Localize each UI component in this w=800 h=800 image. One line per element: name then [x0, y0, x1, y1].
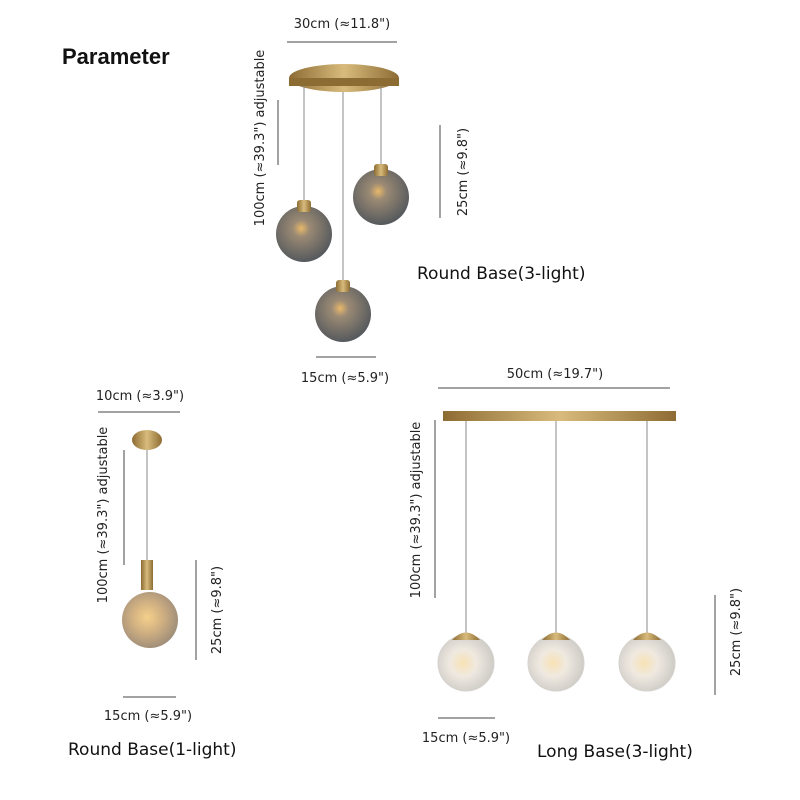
canopy-rim: [289, 78, 399, 86]
globe-shade: [527, 634, 585, 692]
width-label: 50cm (≈19.7"): [507, 367, 603, 382]
ceiling-canopy: [132, 430, 162, 450]
round-base-3-light: 30cm (≈11.8") 100cm (≈39.3") adjustable …: [253, 17, 585, 386]
caption: Long Base(3-light): [537, 742, 693, 762]
height-label: 25cm (≈9.8"): [456, 128, 471, 216]
length-label: 100cm (≈39.3") adjustable: [409, 422, 424, 599]
long-base-3-light: 50cm (≈19.7") 100cm (≈39.3") adjustable …: [409, 367, 744, 762]
globe-shade: [437, 634, 495, 692]
globe-shade: [353, 169, 409, 225]
height-label: 25cm (≈9.8"): [210, 566, 225, 654]
diameter-label: 15cm (≈5.9"): [301, 371, 389, 386]
width-label: 10cm (≈3.9"): [96, 389, 184, 404]
caption: Round Base(1-light): [68, 740, 236, 760]
length-label: 100cm (≈39.3") adjustable: [253, 50, 268, 227]
diameter-label: 15cm (≈5.9"): [422, 731, 510, 746]
width-label: 30cm (≈11.8"): [294, 17, 390, 32]
page-title: Parameter: [62, 44, 170, 69]
globe-shade: [618, 634, 676, 692]
ceiling-bar: [443, 411, 676, 421]
diameter-label: 15cm (≈5.9"): [104, 709, 192, 724]
round-base-1-light: 10cm (≈3.9") 100cm (≈39.3") adjustable 2…: [68, 389, 236, 760]
length-label: 100cm (≈39.3") adjustable: [96, 427, 111, 604]
globe-shade: [276, 206, 332, 262]
globe-shade: [122, 592, 178, 648]
height-label: 25cm (≈9.8"): [729, 588, 744, 676]
caption: Round Base(3-light): [417, 264, 585, 284]
globe-shade: [315, 286, 371, 342]
